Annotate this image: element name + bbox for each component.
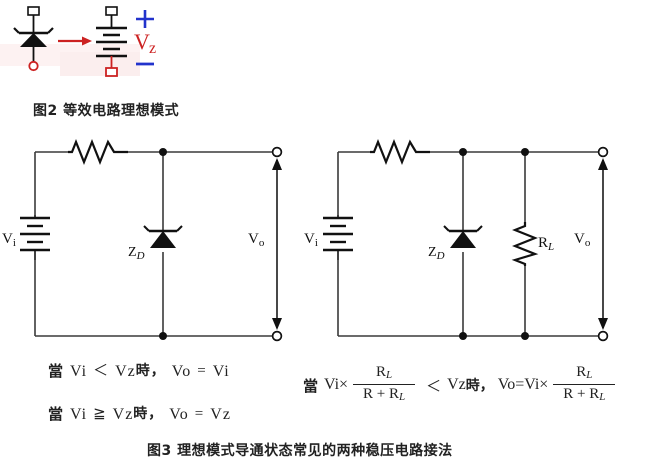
- zener-diode-zd: [143, 225, 183, 248]
- fraction-1-denominator: R + RL: [363, 386, 406, 403]
- junction-dot-load-bottom: [521, 332, 529, 340]
- polarity-plus-icon: [136, 10, 154, 28]
- load-resistor-rl: [511, 222, 539, 266]
- red-right-arrow-icon: [58, 36, 92, 46]
- fraction-2-numerator: RL: [576, 364, 593, 381]
- eq2-lhs: Vi: [70, 406, 88, 423]
- eqr-result: Vo=Vi×: [497, 376, 549, 393]
- source-label-vi: Vi: [2, 231, 16, 249]
- equation-block-right: 當 Vi× RL R + RL ＜ Vz 時， Vo=Vi× RL R + RL: [303, 357, 620, 413]
- junction-dot-zener-top: [459, 148, 467, 156]
- junction-dot-top: [159, 148, 167, 156]
- output-label-vo: Vo: [248, 231, 265, 249]
- output-terminal-top: [271, 146, 283, 158]
- source-label-vi: Vi: [304, 231, 318, 249]
- eqr-lhs: Vi×: [324, 376, 349, 393]
- equation-line-2: 當 Vi ≧ Vz 時， Vo = Vz: [48, 401, 231, 428]
- battery-symbol: [96, 6, 127, 77]
- eqr-suffix: 時，: [465, 378, 494, 394]
- eqr-compare: Vz: [447, 376, 466, 393]
- eq1-result-lhs: Vo: [171, 363, 192, 380]
- figure3-caption: 图3 理想模式导通状态常见的两种稳压电路接法: [147, 443, 453, 459]
- eq2-prefix: 當: [48, 405, 65, 423]
- zener-diode-zd: [443, 225, 483, 248]
- fraction-1-numerator: RL: [376, 364, 393, 381]
- vz-label: V: [134, 29, 150, 54]
- vo-arrow-up: [598, 158, 608, 170]
- eq1-lhs: Vi: [70, 363, 88, 380]
- eq1-result-rhs: Vi: [212, 363, 230, 380]
- eq2-result-eq: =: [194, 406, 205, 422]
- eq2-operator: ≧: [93, 406, 107, 422]
- fraction-1-bar: [353, 384, 416, 385]
- zener-label-zd: ZD: [428, 245, 445, 262]
- eq2-rhs: Vz: [112, 406, 134, 423]
- fraction-2-denominator: R + RL: [563, 386, 606, 403]
- eqr-operator: ＜: [426, 378, 442, 395]
- vo-arrow-down: [598, 318, 608, 330]
- eq1-prefix: 當: [48, 362, 65, 380]
- voltage-source-vi: [323, 215, 353, 260]
- eq1-operator: ＜: [93, 363, 110, 379]
- zener-diode-symbol: [13, 6, 54, 72]
- fraction-2: RL R + RL: [553, 364, 616, 406]
- circuit-diagram-right: Vi ZD RL Vo: [300, 130, 645, 355]
- junction-dot-load-top: [521, 148, 529, 156]
- eq2-result-lhs: Vo: [169, 406, 189, 423]
- junction-dot-bottom: [159, 332, 167, 340]
- eq1-result-eq: =: [197, 363, 207, 379]
- output-label-vo: Vo: [574, 231, 591, 249]
- vo-arrow-down: [272, 318, 282, 330]
- voltage-source-vi: [20, 215, 50, 260]
- vz-subscript: z: [149, 40, 156, 57]
- junction-dot-zener-bottom: [459, 332, 467, 340]
- output-terminal-bottom: [597, 330, 609, 342]
- output-terminal-top: [597, 146, 609, 158]
- eqr-prefix: 當: [303, 376, 319, 395]
- figure2-caption: 图2 等效电路理想模式: [33, 103, 180, 119]
- eq1-suffix: 時，: [135, 363, 166, 379]
- output-terminal-bottom: [271, 330, 283, 342]
- eq2-suffix: 時，: [133, 406, 164, 422]
- vo-arrow-up: [272, 158, 282, 170]
- zener-label-zd: ZD: [128, 245, 145, 262]
- fraction-2-bar: [553, 384, 616, 385]
- circuit-diagram-left: Vi ZD Vo: [0, 130, 310, 355]
- load-label-rl: RL: [538, 235, 554, 253]
- eq2-result-rhs: Vz: [210, 406, 231, 423]
- eq1-rhs: Vz: [115, 363, 136, 380]
- fraction-1: RL R + RL: [353, 364, 416, 406]
- equation-line-1: 當 Vi ＜ Vz 時， Vo = Vi: [48, 358, 231, 385]
- equation-block-left: 當 Vi ＜ Vz 時， Vo = Vi 當 Vi ≧ Vz 時， Vo = V…: [48, 358, 231, 428]
- equivalent-symbol-graphic: V z: [0, 0, 210, 92]
